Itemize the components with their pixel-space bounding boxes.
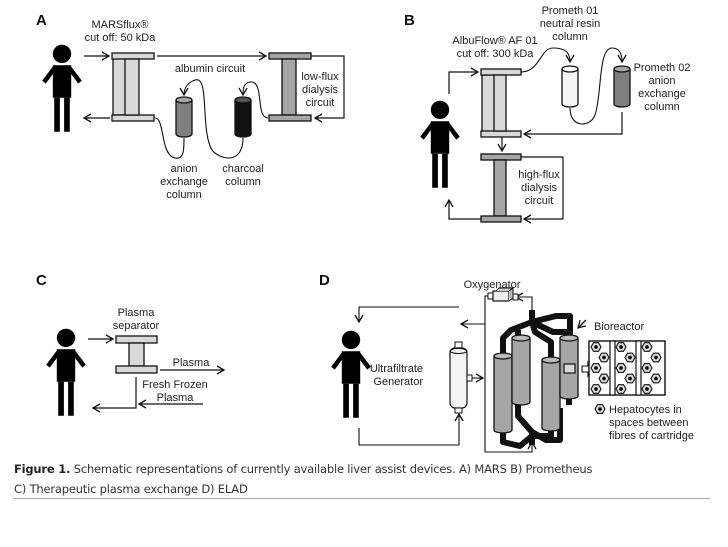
- mars-filter-label: MARSflux®: [91, 19, 148, 31]
- circuit-label: circuit: [525, 195, 554, 207]
- prometh01-column: [561, 65, 579, 108]
- low-flux-label: low-flux: [301, 71, 339, 83]
- bioreactor-label: Bioreactor: [594, 321, 644, 333]
- hepatocyte-icon: [641, 384, 653, 394]
- caption-line-1: Schematic representations of currently a…: [70, 462, 593, 476]
- hepatocyte-icon: [624, 352, 636, 363]
- dialysis-label: dialysis: [521, 182, 558, 194]
- bioreactor-cartridges: [493, 334, 579, 434]
- high-flux-label: high-flux: [518, 169, 560, 181]
- hepatocyte-icon: [615, 384, 627, 394]
- hepatocyte-legend-icon: [594, 404, 606, 414]
- patient-icon: [42, 44, 82, 132]
- prometh01-label-2: neutral resin: [540, 18, 601, 30]
- hepatocyte-icon: [641, 342, 653, 352]
- hepatocyte-icon: [590, 363, 602, 373]
- hepatocyte-icon: [590, 384, 602, 394]
- hepatocytes-label-2: spaces between: [609, 417, 689, 429]
- separator-label-1: Plasma: [118, 307, 156, 319]
- hepatocyte-icon: [594, 404, 606, 414]
- prometh01-label-1: Prometh 01: [542, 5, 599, 17]
- cartridge-cross-section: [588, 340, 666, 396]
- circuit-label: circuit: [306, 97, 335, 109]
- prometh02-column: [613, 65, 631, 108]
- panel-a: A MARSflux® cut off: 50 kDa albumin circ…: [36, 12, 345, 201]
- prometh01-label-3: column: [552, 31, 587, 43]
- figure-caption: Figure 1. Schematic representations of c…: [14, 459, 714, 499]
- patient-icon: [46, 328, 86, 416]
- anion-label-2: exchange: [160, 176, 208, 188]
- mars-cutoff-label: cut off: 50 kDa: [85, 32, 157, 44]
- albumin-circuit-label: albumin circuit: [175, 63, 245, 75]
- bioreactor-pointer: [577, 319, 587, 329]
- marsflux-filter: [111, 52, 155, 122]
- ffp-label-2: Plasma: [157, 392, 195, 404]
- charcoal-label-1: charcoal: [222, 163, 264, 175]
- albuflow-cutoff-label: cut off: 300 kDa: [457, 48, 535, 60]
- patient-icon: [331, 330, 371, 418]
- prometh02-label-1: Prometh 02: [634, 62, 691, 74]
- panel-label-b: B: [404, 12, 415, 29]
- panel-label-c: C: [36, 272, 47, 289]
- caption-label: Figure 1.: [14, 462, 71, 476]
- hepatocyte-icon: [590, 342, 602, 352]
- anion-label-1: anion: [171, 163, 198, 175]
- panel-c: C Plasma separator Plasma Fresh Frozen P…: [36, 272, 226, 416]
- caption-line-2: C) Therapeutic plasma exchange D) ELAD: [14, 482, 248, 496]
- albuflow-filter: [480, 68, 522, 138]
- prometh02-label-3: exchange: [638, 88, 686, 100]
- hepatocytes-label-3: fibres of cartridge: [609, 430, 694, 442]
- plasma-separator: [115, 335, 158, 374]
- hepatocyte-icon: [615, 342, 627, 352]
- patient-icon: [420, 100, 460, 188]
- plasma-label: Plasma: [173, 357, 211, 369]
- prometh02-label-4: column: [644, 101, 679, 113]
- anion-label-3: column: [166, 189, 201, 201]
- hepatocyte-icon: [598, 352, 610, 363]
- dialysis-label: dialysis: [302, 84, 339, 96]
- hepatocyte-icon: [641, 363, 653, 373]
- panel-d: D Oxygenator Bioreactor Ultrafiltrate Ge…: [319, 272, 694, 453]
- panel-label-a: A: [36, 12, 47, 29]
- hepatocyte-icon: [650, 373, 662, 384]
- panel-b: B AlbuFlow® AF 01 cut off: 300 kDa Prome…: [404, 5, 691, 224]
- hepatocyte-icon: [650, 352, 662, 363]
- hepatocyte-icon: [615, 363, 627, 373]
- high-flux-dialyzer: [480, 153, 522, 223]
- oxygenator: [487, 287, 519, 302]
- charcoal-label-2: column: [225, 176, 260, 188]
- panel-label-d: D: [319, 272, 330, 289]
- hepatocytes-label-1: Hepatocytes in: [609, 404, 682, 416]
- hepatocyte-icon: [624, 373, 636, 384]
- anion-exchange-column: [175, 96, 193, 138]
- separator-label-2: separator: [113, 320, 160, 332]
- albuflow-label: AlbuFlow® AF 01: [452, 35, 537, 47]
- caption-divider: [14, 498, 710, 499]
- hepatocyte-icon: [598, 373, 610, 384]
- ultrafiltrate-label-2: Generator: [373, 376, 423, 388]
- ffp-label-1: Fresh Frozen: [142, 379, 207, 391]
- ultrafiltrate-generator: [449, 341, 473, 414]
- ultrafiltrate-label-1: Ultrafiltrate: [370, 363, 423, 375]
- prometh02-label-2: anion: [649, 75, 676, 87]
- bioreactor: [500, 310, 573, 449]
- charcoal-column: [234, 96, 252, 138]
